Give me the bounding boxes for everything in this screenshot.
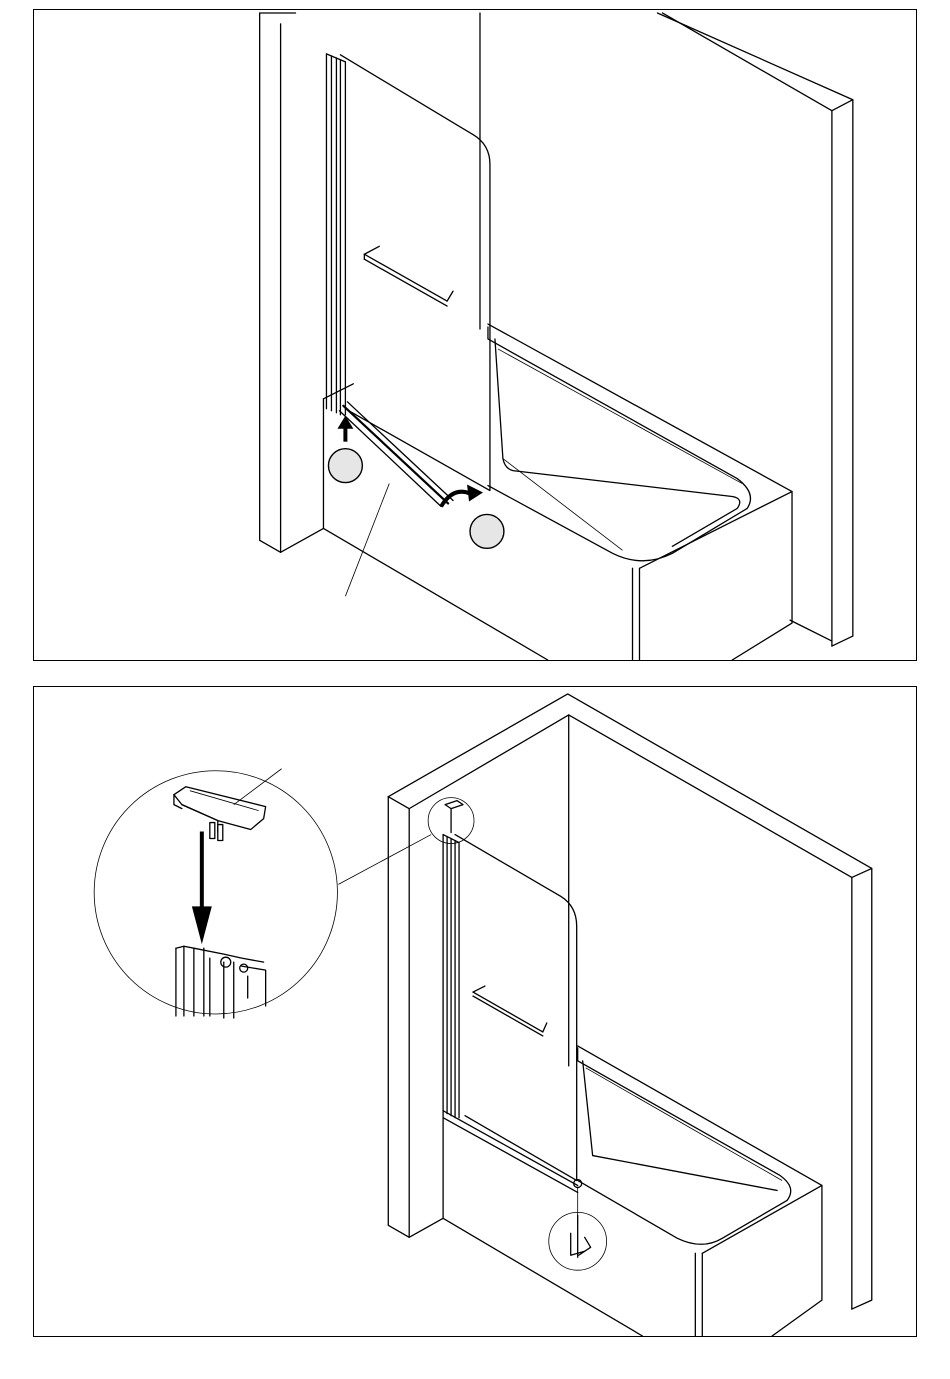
bottom-illustration	[34, 687, 916, 1336]
wall	[260, 13, 853, 646]
towel-bar	[364, 246, 453, 306]
callout-circle-1	[328, 449, 362, 483]
bathtub	[323, 324, 792, 660]
glass-screen	[443, 835, 582, 1226]
top-illustration	[34, 10, 916, 660]
bathtub	[443, 1046, 822, 1336]
wall-profile	[176, 946, 266, 1018]
towel-bar	[473, 986, 547, 1036]
magnified-detail	[94, 769, 337, 1018]
down-arrow	[192, 832, 212, 945]
wall	[388, 694, 872, 1309]
leader-line	[345, 484, 389, 597]
detail-circle-top	[338, 798, 474, 885]
diagram-panel-top	[33, 9, 917, 661]
cap-leader-line	[234, 769, 282, 805]
diagram-panel-bottom	[33, 686, 917, 1337]
glass-screen	[326, 54, 489, 507]
up-arrow	[337, 416, 353, 442]
callout-circle-2	[470, 514, 504, 548]
end-cap	[174, 787, 266, 841]
detail-circle-bottom	[549, 1212, 607, 1270]
